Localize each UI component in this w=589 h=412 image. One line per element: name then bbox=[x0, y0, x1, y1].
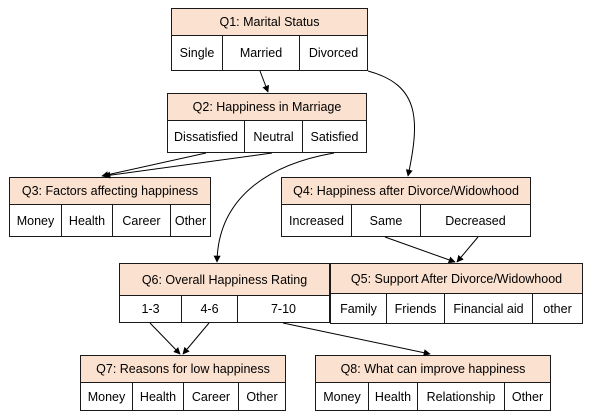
q5-option-family: Family bbox=[331, 294, 387, 323]
q7-option-other: Other bbox=[246, 389, 278, 404]
q4-option-increased: Increased bbox=[282, 205, 352, 236]
q3-option-money: Money bbox=[10, 205, 62, 236]
q7-option-health: Health bbox=[133, 383, 184, 410]
q8-title: Q8: What can improve happiness bbox=[315, 355, 551, 383]
q4-option-decreased: Decreased bbox=[445, 213, 506, 228]
q8-option-relationship: Relationship bbox=[418, 383, 505, 410]
q5-title: Q5: Support After Divorce/Widowhood bbox=[330, 263, 583, 294]
q2-options: Dissatisfied Neutral Satisfied bbox=[167, 120, 367, 153]
q1-title: Q1: Marital Status bbox=[171, 8, 368, 36]
q2-option-satisfied: Satisfied bbox=[310, 129, 359, 144]
q6-option-7-10: 7-10 bbox=[270, 302, 297, 316]
arrow-1-3-to-q7 bbox=[149, 322, 181, 355]
q1-options: Single Married Divorced bbox=[171, 35, 368, 71]
q2-option-dissatisfied: Dissatisfied bbox=[168, 121, 245, 152]
q7-title: Q7: Reasons for low happiness bbox=[80, 355, 286, 383]
q8-option-money: Money bbox=[316, 383, 369, 410]
q8-option-other: Other bbox=[511, 389, 544, 404]
q3-title: Q3: Factors affecting happiness bbox=[9, 177, 211, 205]
q5-options: Family Friends Financial aid other bbox=[330, 293, 583, 324]
q2-title: Q2: Happiness in Marriage bbox=[167, 93, 367, 121]
arrow-dissatisfied-to-q3 bbox=[101, 152, 207, 179]
q4-option-same: Same bbox=[352, 205, 421, 236]
q7-options: Money Health Career Other bbox=[80, 382, 286, 411]
arrow-divorced-to-q4 bbox=[367, 70, 416, 177]
q5-option-friends: Friends bbox=[387, 294, 445, 323]
q3-option-health: Health bbox=[62, 205, 113, 236]
q6-title: Q6: Overall Happiness Rating bbox=[119, 263, 330, 296]
q6-options: 1-3 4-6 7-10 bbox=[119, 295, 330, 323]
q3-options: Money Health Career Other bbox=[9, 204, 211, 237]
arrow-same-to-q5 bbox=[384, 236, 456, 264]
q3-option-other: Other bbox=[174, 213, 207, 228]
arrow-7-10-to-q8 bbox=[282, 322, 431, 357]
q1-option-single: Single bbox=[172, 36, 223, 70]
arrow-neutral-to-q3 bbox=[103, 152, 273, 179]
q7-option-money: Money bbox=[81, 383, 133, 410]
arrow-married-to-q2 bbox=[259, 70, 270, 93]
q8-option-health: Health bbox=[369, 383, 418, 410]
q6-option-4-6: 4-6 bbox=[182, 296, 238, 322]
q2-option-neutral: Neutral bbox=[245, 121, 303, 152]
q5-option-financial-aid: Financial aid bbox=[445, 294, 533, 323]
q5-option-other: other bbox=[543, 301, 572, 316]
q7-option-career: Career bbox=[184, 383, 239, 410]
q1-option-divorced: Divorced bbox=[308, 46, 359, 60]
q4-title: Q4: Happiness after Divorce/Widowhood bbox=[281, 177, 531, 205]
arrow-4-6-to-q7 bbox=[182, 322, 210, 355]
q3-option-career: Career bbox=[113, 205, 171, 236]
q4-options: Increased Same Decreased bbox=[281, 204, 531, 237]
q1-option-married: Married bbox=[223, 36, 300, 70]
arrow-decreased-to-q5 bbox=[456, 236, 479, 263]
arrow-satisfied-to-q6 bbox=[213, 152, 335, 263]
q8-options: Money Health Relationship Other bbox=[315, 382, 551, 411]
q6-option-1-3: 1-3 bbox=[120, 296, 182, 322]
